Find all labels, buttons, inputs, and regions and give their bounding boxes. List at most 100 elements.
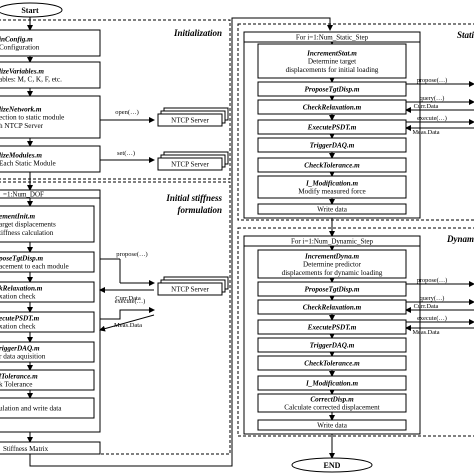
static-block (257, 99, 407, 115)
ntcp-server-label: NTCP Server (171, 117, 209, 125)
stiffness-block (0, 311, 95, 333)
block-title: ExecutePSDT.m (307, 324, 357, 332)
ntcp-server-label: NTCP Server (171, 161, 209, 169)
static-block (257, 119, 407, 135)
block-title: lizeVariables.m (0, 68, 44, 76)
ntcp-server-shadow (157, 282, 223, 296)
static-block (257, 175, 407, 199)
call-label: Meas.Data (412, 129, 439, 136)
block-text: displacements for initial loading (286, 66, 379, 74)
call-label: Curr.Data (414, 303, 439, 310)
dynamic-block (257, 249, 407, 279)
dynamic-block (257, 299, 407, 315)
block-text: Determine target (308, 58, 356, 66)
ntcp-server-shadow (157, 157, 223, 171)
init-block (0, 145, 101, 173)
static-block (257, 157, 407, 173)
static-block (257, 81, 407, 97)
end-label: END (324, 461, 341, 470)
end-terminal (291, 457, 373, 473)
block-text: h NTCP Server (0, 122, 44, 130)
block-title: poseTgtDisp.m (0, 255, 44, 263)
init-block (0, 61, 101, 89)
dynamic-block (257, 375, 407, 391)
initialization-section (0, 19, 231, 180)
call-label: execute(…) (115, 298, 146, 305)
block-title: IncrementStat.m (306, 49, 357, 57)
block-title: riggerDAQ.m (0, 345, 40, 353)
block-text: Each Static Module (0, 160, 56, 168)
block-text: ulation and write data (0, 405, 62, 413)
block-title: IncrementDyna.m (304, 252, 360, 260)
return-flow (29, 17, 333, 467)
dynamic-block (257, 355, 407, 371)
block-text: Write data (317, 422, 348, 430)
block-text: Configuration (0, 44, 40, 52)
block-text: Modify measured force (298, 188, 365, 196)
block-title: TriggerDAQ.m (310, 342, 355, 350)
init-block (0, 29, 101, 57)
stiffness-section (0, 181, 231, 455)
block-text: displacements for dynamic loading (282, 269, 383, 277)
block-title: CheckRelaxation.m (303, 104, 362, 112)
call-label: execute(…) (417, 315, 447, 322)
dynamic-block (257, 419, 407, 431)
init-block (0, 95, 101, 139)
ntcp-server-label: NTCP Server (171, 286, 209, 294)
block-title: kRelaxation.m (0, 285, 43, 293)
call-label: Meas.Data (114, 322, 142, 329)
dynamic-block (257, 319, 407, 335)
meas-data (99, 314, 155, 332)
section-title: Dynam (446, 234, 474, 244)
block-title: ementInit.m (0, 212, 36, 220)
loop-header-label: For i=1:Num_Static_Step (296, 34, 369, 42)
call-label: Meas.Data (412, 329, 439, 336)
section-title: formulation (177, 205, 222, 215)
block-title: inConfig.m (0, 36, 33, 44)
stiffness-block (0, 341, 95, 363)
block-title: I_Modification.m (305, 380, 359, 388)
block-text: xation check (0, 293, 36, 301)
stiffness-block (0, 397, 95, 419)
call-label: query(…) (420, 95, 445, 102)
block-title: lTolerance.m (0, 373, 38, 381)
block-title: TriggerDAQ.m (310, 142, 355, 150)
block-text: acement to each module (0, 263, 69, 271)
loop-frame (243, 235, 421, 435)
start-terminal (0, 2, 63, 18)
block-text: arget displacements (0, 221, 56, 229)
block-text: Calculate corrected displacement (284, 404, 379, 412)
loop-frame (0, 189, 101, 433)
call-label: Curr.Data (414, 103, 439, 110)
block-title: CorrectDisp.m (310, 396, 354, 404)
static-block (257, 43, 407, 79)
block-title: CheckTolerance.m (304, 360, 360, 368)
block-title: CheckRelaxation.m (303, 304, 362, 312)
block-text: Determine predictor (303, 261, 362, 269)
block-text: tiffness calculation (0, 229, 54, 237)
static-section (237, 23, 474, 221)
dynamic-section (237, 227, 474, 437)
call-label: Curr.Data (115, 295, 141, 302)
call-label: execute(…) (417, 115, 447, 122)
dynamic-block (257, 337, 407, 353)
static-block (257, 203, 407, 215)
block-text: xation check (0, 323, 36, 331)
stiffness-block (0, 251, 95, 273)
footer-block (0, 441, 101, 455)
loop-frame (243, 31, 421, 219)
block-title: CheckTolerance.m (304, 162, 360, 170)
block-text: r data aquisition (0, 353, 46, 361)
section-title: Stati (457, 30, 474, 40)
block-text: ables: M, C, K, F, etc. (0, 76, 62, 84)
stiffness-block (0, 281, 95, 303)
block-title: lizeNetwork.m (0, 105, 42, 113)
static-block (257, 137, 407, 153)
start-label: Start (21, 6, 39, 15)
dynamic-block (257, 393, 407, 413)
call-label: propose(…) (417, 277, 447, 284)
stiffness-block (0, 205, 95, 243)
block-text: ection to static module (0, 114, 64, 122)
call-label: set(…) (117, 150, 135, 157)
call-label: query(…) (420, 295, 445, 302)
